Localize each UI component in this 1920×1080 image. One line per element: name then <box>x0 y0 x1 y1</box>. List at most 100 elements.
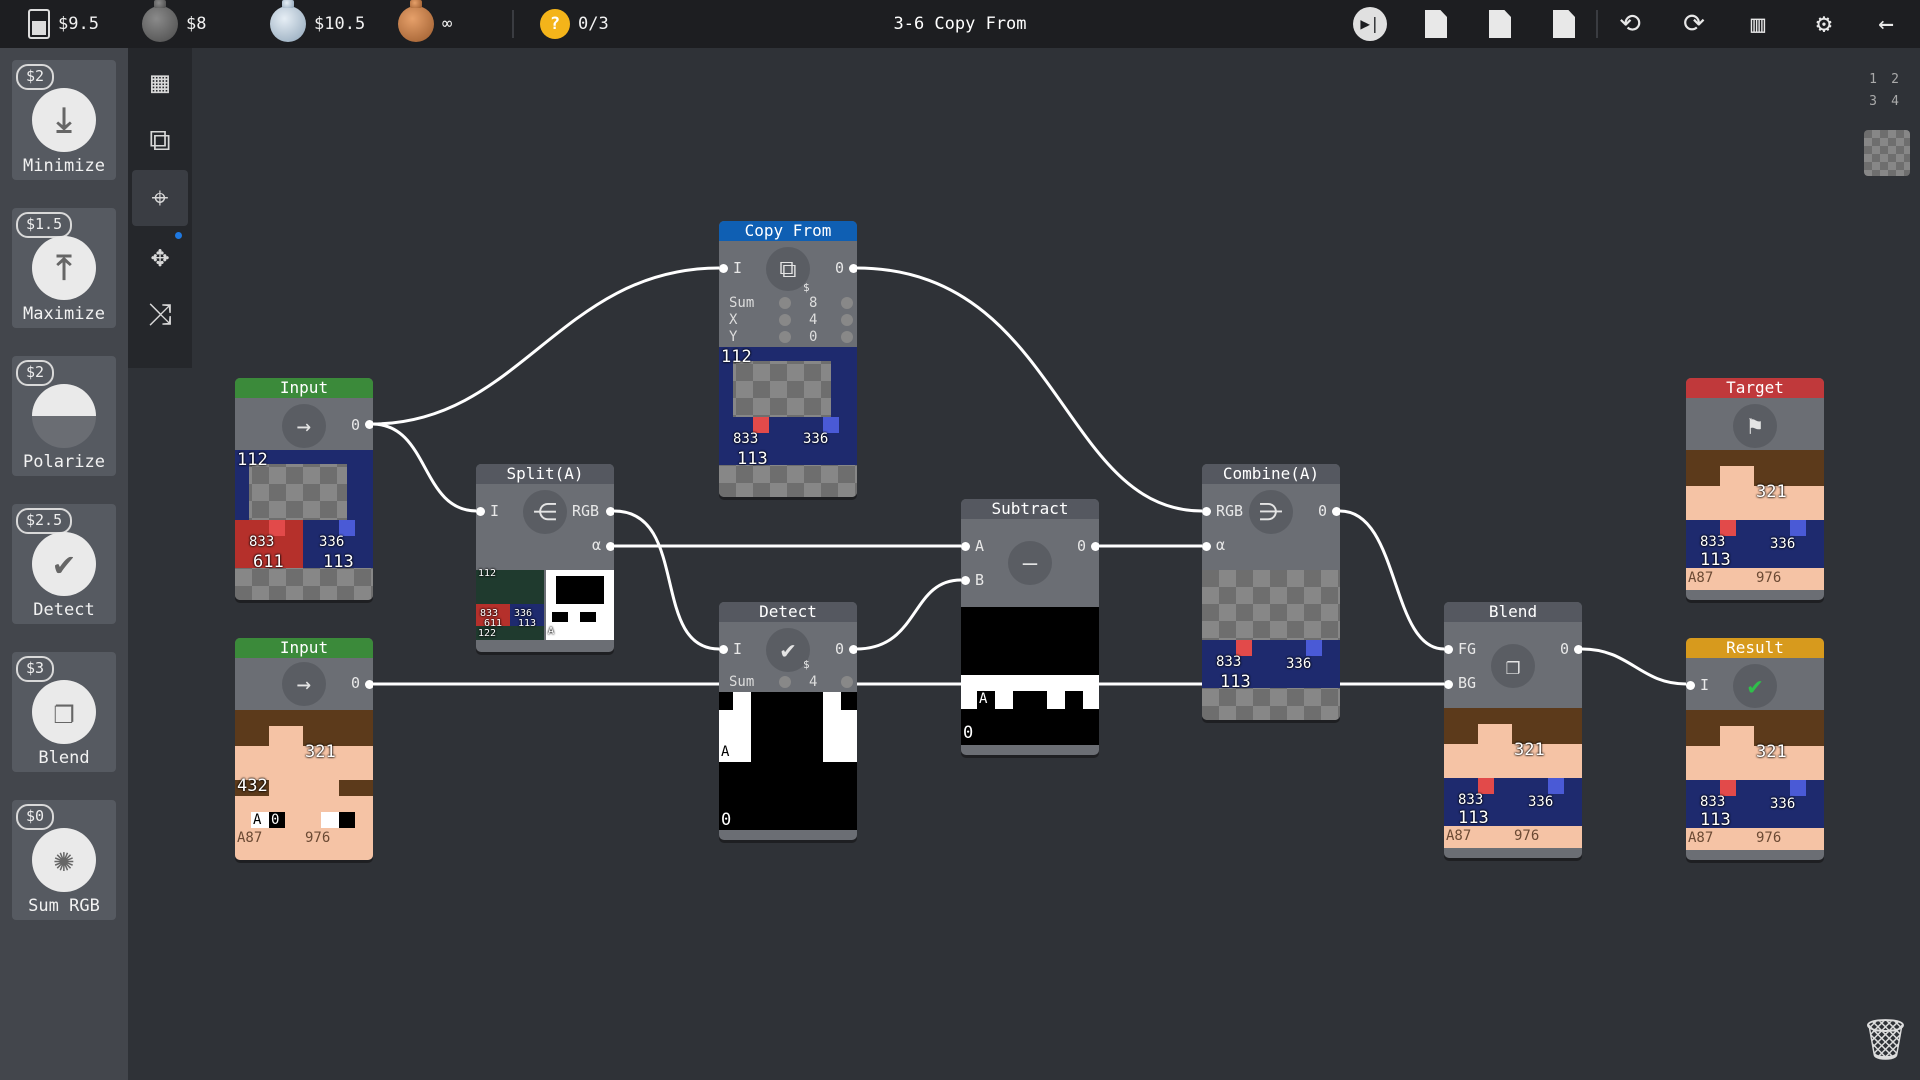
step-play-icon: ▶| <box>1353 7 1387 41</box>
node-target[interactable]: Target ⚑ 321 833 336 113 A87 976 <box>1686 378 1824 600</box>
trash-icon[interactable]: 🗑 <box>1860 1017 1911 1063</box>
battery-icon <box>28 9 50 39</box>
settings-button[interactable]: ⚙ <box>1806 6 1842 42</box>
increase-icon[interactable] <box>841 331 853 343</box>
input-port[interactable] <box>1686 681 1695 690</box>
tool-detect[interactable]: $2.5 ✔ Detect <box>12 504 116 624</box>
wire-blend-result <box>1581 647 1687 686</box>
hint-button[interactable]: ? 0/3 <box>540 0 609 48</box>
input-port[interactable] <box>476 507 485 516</box>
output-port[interactable] <box>365 680 373 689</box>
input-port-alpha[interactable] <box>1202 542 1211 551</box>
detect-check-icon: ✔ <box>32 532 96 596</box>
save-slot-3-icon <box>1553 10 1575 38</box>
test-case-3[interactable]: 3 <box>1869 94 1877 109</box>
back-button[interactable]: ← <box>1868 6 1904 42</box>
input-port[interactable] <box>719 645 728 654</box>
node-combine[interactable]: Combine(A) RGB α ⋺ 0 833 336 113 <box>1202 464 1340 720</box>
blend-icon: ❐ <box>32 680 96 744</box>
budget-display: $9.5 <box>28 0 99 48</box>
input-port-a[interactable] <box>961 542 970 551</box>
decrease-icon[interactable] <box>779 297 791 309</box>
output-port[interactable] <box>849 264 857 273</box>
wire-detect-subtract <box>855 578 962 651</box>
medal-silver: $10.5 <box>270 0 365 48</box>
tool-polarize[interactable]: $2 Polarize <box>12 356 116 476</box>
tool-blend[interactable]: $3 ❐ Blend <box>12 652 116 772</box>
shuffle-button[interactable]: ⤨ <box>132 286 188 342</box>
shuffle-icon: ⤨ <box>148 296 172 332</box>
test-case-2[interactable]: 2 <box>1891 72 1899 87</box>
save-slot-1-button[interactable] <box>1418 6 1454 42</box>
grid-icon: ▦ <box>150 64 170 100</box>
wire-copyfrom-combine <box>855 266 1203 513</box>
wire-input1-split <box>371 422 478 513</box>
copy-from-icon: ⧉ <box>766 247 810 291</box>
lightbulb-icon: ? <box>540 9 570 39</box>
output-port[interactable] <box>849 645 857 654</box>
maximize-icon: ⤒ <box>32 236 96 300</box>
input-port-rgb[interactable] <box>1202 507 1211 516</box>
redo-button[interactable]: ⟳ <box>1676 6 1712 42</box>
test-case-4[interactable]: 4 <box>1891 94 1899 109</box>
transparency-toggle[interactable] <box>1864 130 1910 176</box>
tool-sum-rgb[interactable]: $0 ✺ Sum RGB <box>12 800 116 920</box>
output-port-alpha[interactable] <box>606 542 614 551</box>
output-port[interactable] <box>1574 645 1582 654</box>
medal-gold: $8 <box>142 0 206 48</box>
bronze-medal-icon <box>398 0 434 42</box>
input-port-b[interactable] <box>961 576 970 585</box>
node-subtract[interactable]: Subtract A B — 0 A 0 <box>961 499 1099 755</box>
crosshair-icon: ⌖ <box>151 180 169 216</box>
library-button[interactable]: ▥ <box>1740 6 1776 42</box>
step-play-button[interactable]: ▶| <box>1352 6 1388 42</box>
test-case-grid: 1 2 3 4 <box>1862 72 1906 116</box>
sum-rgb-icon: ✺ <box>32 828 96 892</box>
increase-icon[interactable] <box>841 297 853 309</box>
input-arrow-icon: → <box>282 404 326 448</box>
increase-icon[interactable] <box>841 676 853 688</box>
input-port-fg[interactable] <box>1444 645 1453 654</box>
save-slot-3-button[interactable] <box>1546 6 1582 42</box>
move-button[interactable]: ✥ <box>132 228 188 284</box>
tool-sidebar: $2 ⤓ Minimize $1.5 ⤒ Maximize $2 Polariz… <box>0 48 128 1080</box>
tool-minimize[interactable]: $2 ⤓ Minimize <box>12 60 116 180</box>
decrease-icon[interactable] <box>779 331 791 343</box>
top-bar: $9.5 $8 $10.5 ∞ ? 0/3 3-6 Copy From ▶| ⟲… <box>0 0 1920 48</box>
node-input-1[interactable]: Input → 0 112 833 611 336 113 <box>235 378 373 600</box>
tool-maximize[interactable]: $1.5 ⤒ Maximize <box>12 208 116 328</box>
network-button[interactable]: ⧉ <box>132 112 188 168</box>
output-port[interactable] <box>1091 542 1099 551</box>
decrease-icon[interactable] <box>779 676 791 688</box>
select-target-button[interactable]: ⌖ <box>132 170 188 226</box>
input-port-bg[interactable] <box>1444 680 1453 689</box>
test-case-1[interactable]: 1 <box>1869 72 1877 87</box>
medal-bronze: ∞ <box>398 0 452 48</box>
grid-toggle-button[interactable]: ▦ <box>132 54 188 110</box>
input-port[interactable] <box>719 264 728 273</box>
save-slot-2-icon <box>1489 10 1511 38</box>
wire-combine-blend <box>1339 509 1445 651</box>
save-slot-2-button[interactable] <box>1482 6 1518 42</box>
node-input-2[interactable]: Input → 0 321 432 A 0 A87 976 <box>235 638 373 860</box>
undo-button[interactable]: ⟲ <box>1612 6 1648 42</box>
output-port-rgb[interactable] <box>606 507 614 516</box>
decrease-icon[interactable] <box>779 314 791 326</box>
wire-split-detect <box>613 509 720 651</box>
output-port[interactable] <box>365 420 373 429</box>
node-result[interactable]: Result I ✔ 321 833 336 113 A87 976 <box>1686 638 1824 860</box>
increase-icon[interactable] <box>841 314 853 326</box>
node-blend[interactable]: Blend FG BG ❐ 0 321 833 336 113 A87 976 <box>1444 602 1582 858</box>
split-icon: ⋲ <box>523 490 567 534</box>
output-port[interactable] <box>1332 507 1340 516</box>
gear-icon: ⚙ <box>1816 9 1832 39</box>
move-icon: ✥ <box>150 238 170 274</box>
undo-icon: ⟲ <box>1619 9 1641 39</box>
node-split[interactable]: Split(A) I ⋲ RGB α 112 833 611 336 113 1… <box>476 464 614 652</box>
